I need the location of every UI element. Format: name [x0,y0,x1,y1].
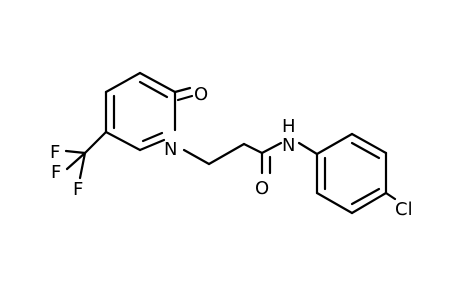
bond-ph5-ph6 [315,191,354,215]
oxygen-amide-label: O [255,178,269,199]
bond-lines [64,71,397,215]
bond-cf3-f3 [78,151,87,180]
bond-ch2b-camide [242,142,264,155]
bond-n-phenyl [297,141,319,156]
bond-c6-n1 [138,138,166,152]
oxygen-ketone-label: O [194,84,208,105]
bond-ph2-ph3-double [350,141,381,160]
bond-ph4-ph5-double [350,187,381,206]
bond-ph4-ph5 [350,191,388,215]
bond-c2-o [173,86,192,94]
bond-c5-c6 [104,130,142,152]
bond-ph2-ph3 [350,132,388,155]
nitrogen-amide-label: N [282,135,295,156]
bond-ph4-cl [384,191,397,201]
bond-c2-o-double [176,94,194,102]
bond-cf3-f2 [65,151,87,171]
bond-c3-c4 [104,71,142,94]
fluorine-label-1: F [50,142,60,163]
bond-c6-n1-double [141,131,164,143]
bond-c2-c3-double [138,80,169,99]
bond-c5-cf3 [83,130,108,155]
bond-c2-c3 [138,71,177,94]
bond-cf3-f1 [64,149,87,155]
atom-labels: O N F F F O H N Cl [50,84,413,220]
chlorine-label: Cl [395,199,413,220]
fluorine-label-3: F [73,179,83,200]
bond-ph1-ph2 [315,132,354,156]
nh-hydrogen-label: H [282,116,296,137]
bond-ch2a-ch2b [207,142,246,166]
bond-camide-n [260,141,283,155]
nitrogen-ring-label: N [164,139,177,160]
fluorine-label-2: F [51,162,61,183]
bond-n1-ch2a [182,148,211,166]
